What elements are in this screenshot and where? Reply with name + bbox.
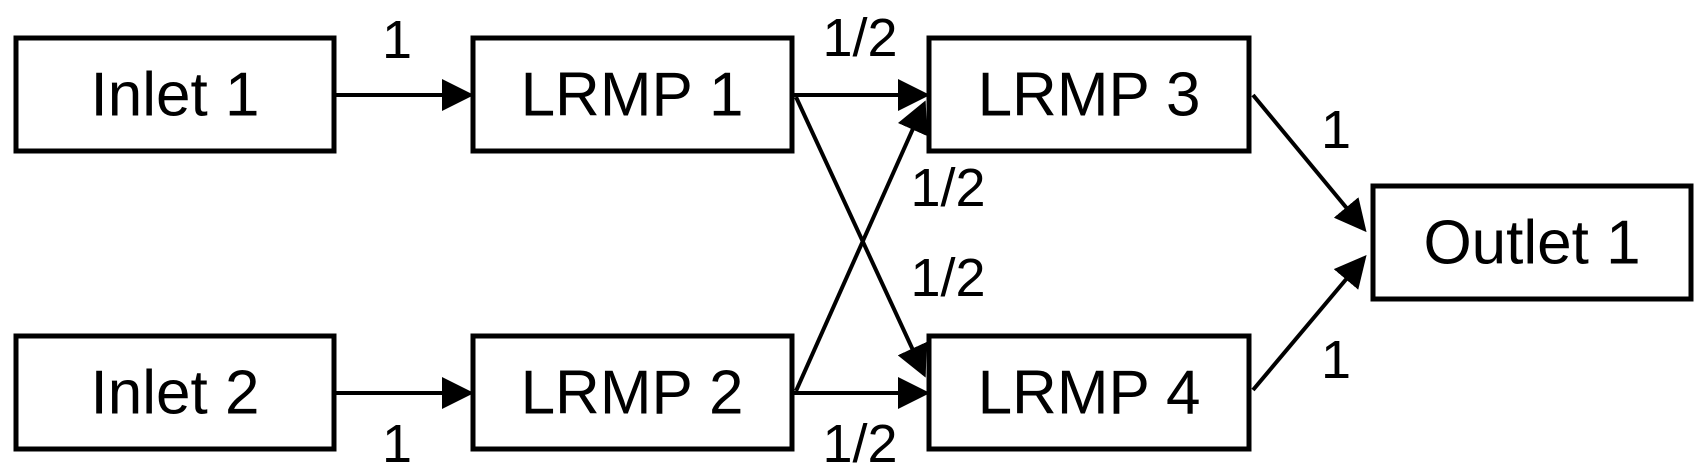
node-lrmp4: LRMP 4 — [926, 333, 1252, 452]
node-lrmp3: LRMP 3 — [926, 35, 1252, 154]
node-inlet1: Inlet 1 — [13, 35, 337, 154]
edge-lrmp4-outlet1 — [1251, 254, 1367, 392]
node-lrmp1: LRMP 1 — [470, 35, 795, 154]
node-outlet1-label: Outlet 1 — [1423, 209, 1640, 278]
edge-label-lrmp2-lrmp3: 1/2 — [910, 158, 985, 218]
edge-lrmp3-outlet1 — [1251, 93, 1367, 233]
node-inlet2: Inlet 2 — [13, 333, 337, 452]
edge-label-lrmp4-outlet1: 1 — [1321, 330, 1351, 390]
node-lrmp2-label: LRMP 2 — [521, 359, 744, 428]
node-lrmp3-label: LRMP 3 — [978, 61, 1201, 130]
node-lrmp2: LRMP 2 — [470, 333, 795, 452]
edge-lrmp2-lrmp3 — [794, 100, 928, 392]
edge-lrmp1-lrmp4 — [794, 96, 927, 378]
node-inlet2-label: Inlet 2 — [91, 359, 260, 428]
edge-label-inlet2-lrmp2: 1 — [382, 414, 412, 474]
node-outlet1: Outlet 1 — [1370, 183, 1694, 302]
edge-label-lrmp2-lrmp4: 1/2 — [822, 414, 897, 474]
node-lrmp4-label: LRMP 4 — [978, 359, 1201, 428]
node-lrmp1-label: LRMP 1 — [521, 61, 744, 130]
edge-label-inlet1-lrmp1: 1 — [382, 10, 412, 70]
node-inlet1-label: Inlet 1 — [91, 61, 260, 130]
edge-label-lrmp1-lrmp3: 1/2 — [822, 8, 897, 68]
edge-label-lrmp3-outlet1: 1 — [1321, 100, 1351, 160]
edge-label-lrmp1-lrmp4: 1/2 — [910, 248, 985, 308]
